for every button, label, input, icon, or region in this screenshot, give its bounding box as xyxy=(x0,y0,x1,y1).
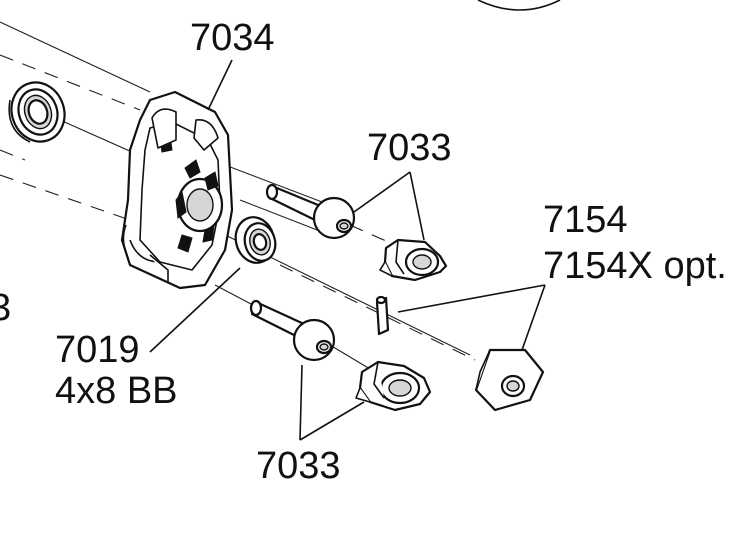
assembly-axis-lines xyxy=(0,21,476,376)
label-bearing-line1: 7019 xyxy=(55,329,140,371)
left-bearing xyxy=(8,81,66,143)
label-ball-upper: 7033 xyxy=(367,127,452,169)
pin-part xyxy=(375,295,390,336)
carrier-part xyxy=(120,90,234,290)
bearing-4x8-part xyxy=(234,216,277,264)
label-bearing-line2: 4x8 BB xyxy=(55,370,178,412)
lower-ball-cup-part xyxy=(355,360,432,412)
leader-lines xyxy=(149,59,546,441)
label-carrier: 7034 xyxy=(190,17,275,59)
label-ball-lower: 7033 xyxy=(256,445,341,487)
label-edge-fragment: 3 xyxy=(0,287,11,329)
partial-part-outline xyxy=(477,0,561,11)
upper-ball-cup-part xyxy=(379,238,448,282)
label-nut-line1: 7154 xyxy=(543,199,628,241)
lower-pivot-ball-part xyxy=(249,299,336,362)
label-nut-line2: 7154X opt. xyxy=(543,245,727,287)
upper-pivot-ball-part xyxy=(265,183,356,240)
hex-nut-part xyxy=(474,348,545,412)
